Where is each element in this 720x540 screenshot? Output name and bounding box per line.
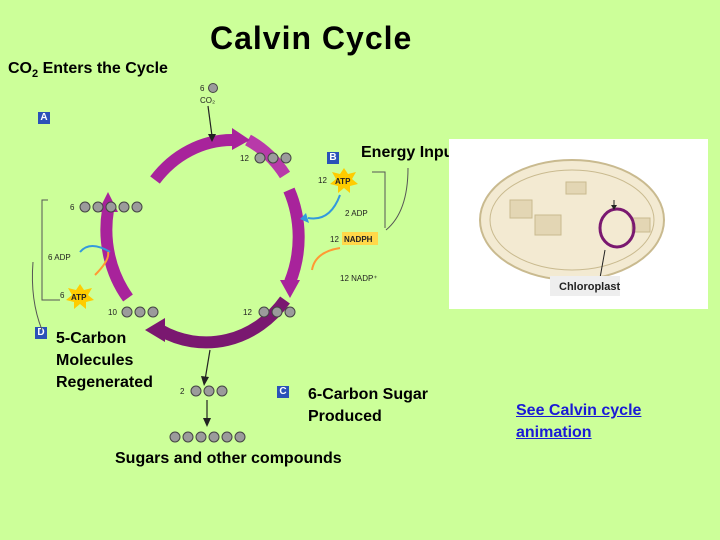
count-6-atp: 6 (60, 291, 65, 300)
step-b-tag: B (327, 152, 339, 164)
carbon-icon (92, 201, 104, 213)
carbon-icon (134, 306, 146, 318)
six-carbon-sugar (169, 431, 246, 443)
cycle-arrowhead-bottom (145, 318, 165, 342)
step-c-tag: C (277, 386, 289, 398)
carbon-icon (234, 431, 246, 443)
left-bracket (41, 199, 60, 301)
calvin-animation-link[interactable]: See Calvin cycle animation (516, 402, 642, 441)
carbon-icon (258, 306, 270, 318)
cycle-arrowhead-top (232, 128, 250, 150)
count-6-left: 6 (70, 203, 75, 212)
carbon-icon (147, 306, 159, 318)
thylakoid-stack (534, 214, 562, 236)
output-arrow-1 (204, 349, 211, 381)
count-10: 10 (108, 308, 117, 317)
carbon-icon (284, 306, 296, 318)
step-d-tag: D (35, 327, 47, 339)
five-carbon-left (79, 201, 143, 213)
co2-carbon-icon (208, 83, 218, 93)
carbon-icon (131, 201, 143, 213)
carbon-icon (105, 201, 117, 213)
carbon-icon (267, 152, 279, 164)
count-12-nadph: 12 (330, 235, 339, 244)
energy-input-line (385, 167, 409, 231)
cycle-arc-left (100, 209, 133, 302)
carbon-icon (195, 431, 207, 443)
co2-formula: CO₂ (200, 96, 215, 105)
atp-label-top: ATP (335, 177, 351, 186)
thylakoid-stack (565, 181, 587, 195)
left-adp-arrow (79, 245, 111, 253)
three-carbon-top (254, 152, 292, 164)
atp-arrowhead (300, 213, 309, 223)
atp-burst-icon (330, 168, 358, 193)
thylakoid-stacks (509, 181, 651, 236)
carbon-icon (271, 306, 283, 318)
five-carbon-label: 5-Carbon Molecules Regenerated (56, 330, 153, 391)
chloroplast-pointer (599, 249, 606, 279)
energy-bracket (372, 171, 386, 228)
chloroplast-label-box (550, 276, 620, 296)
atp-label-left: ATP (71, 293, 87, 302)
carbon-icon (118, 201, 130, 213)
energy-input-label: Energy Input (361, 144, 459, 161)
co2-count: 6 (200, 84, 205, 93)
carbon-icon (254, 152, 266, 164)
cycle-arc-bottom (157, 296, 290, 349)
left-atp-arrow (94, 251, 110, 276)
left-energy-line (31, 261, 43, 331)
cycle-arc-top-right (244, 134, 291, 179)
nadph-box (342, 232, 378, 245)
carbon-icon (169, 431, 181, 443)
chloroplast-label: Chloroplast (559, 281, 620, 293)
carbon-icon (208, 431, 220, 443)
three-carbon-bottom (121, 306, 159, 318)
co2-arrowhead (208, 134, 216, 142)
six-carbon-sugar-label: 6-Carbon Sugar Produced (308, 386, 429, 425)
chloroplast-inner-membrane (489, 169, 655, 271)
atp-burst-left-icon (66, 284, 94, 309)
carbon-icon (203, 385, 215, 397)
sugars-label: Sugars and other compounds (115, 450, 342, 467)
adp-2-label: 2 ADP (345, 209, 368, 218)
count-12-atp: 12 (318, 176, 327, 185)
cycle-arc-top-left (150, 134, 233, 184)
nadp-label: 12 NADP⁺ (340, 274, 378, 283)
chloroplast-inset: Chloroplast (449, 139, 708, 309)
three-carbon-output (190, 385, 228, 397)
atp-to-adp-arrow (307, 194, 341, 220)
count-2: 2 (180, 387, 185, 396)
co2-enters-label: CO2 Enters the Cycle (8, 60, 168, 81)
mini-cycle-arrowhead (611, 205, 617, 210)
carbon-icon (280, 152, 292, 164)
carbon-icon (79, 201, 91, 213)
nadph-label: NADPH (344, 235, 373, 244)
count-12-top: 12 (240, 154, 249, 163)
carbon-icon (182, 431, 194, 443)
thylakoid-stack (509, 199, 533, 219)
carbon-icon (216, 385, 228, 397)
step-a-tag: A (38, 112, 50, 124)
co2-arrow (207, 105, 213, 137)
carbon-icon (221, 431, 233, 443)
output-arrowhead-1 (201, 376, 209, 386)
page-title: Calvin Cycle (210, 20, 413, 56)
adp-6-label: 6 ADP (48, 253, 71, 262)
carbon-icon (190, 385, 202, 397)
three-carbon-right (258, 306, 296, 318)
mini-cycle-icon (598, 207, 636, 249)
carbon-icon (121, 306, 133, 318)
count-12-right: 12 (243, 308, 252, 317)
output-arrowhead-2 (203, 418, 211, 427)
cycle-arrowhead-right (280, 280, 300, 298)
thylakoid-stack (631, 217, 651, 233)
cycle-arc-right (283, 187, 305, 285)
nadph-arrow (311, 247, 341, 271)
